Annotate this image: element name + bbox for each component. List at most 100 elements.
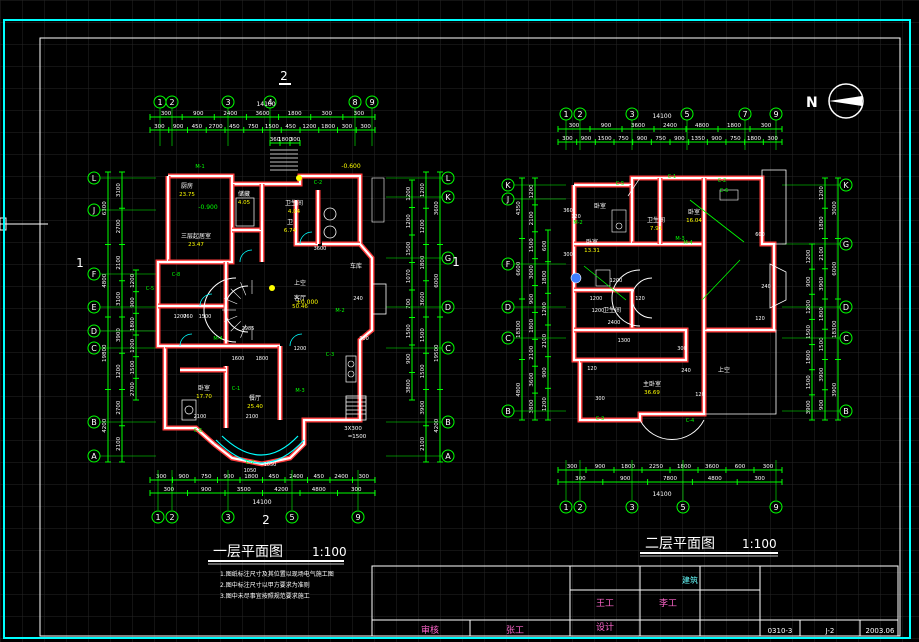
room-name: 卧室 bbox=[594, 202, 606, 210]
dimension-label: 300 bbox=[354, 111, 365, 117]
dimension-label: 300 bbox=[322, 111, 333, 117]
room-area: 23.75 bbox=[179, 192, 195, 198]
outer-frame bbox=[3, 19, 911, 639]
dimension-label: 900 bbox=[201, 487, 212, 493]
annotation-leader bbox=[689, 199, 745, 243]
room-name: 卫生间 bbox=[647, 216, 665, 224]
exterior-wall-south-core bbox=[213, 418, 312, 466]
dimension-label: 2100 bbox=[116, 255, 122, 269]
axis-bubble-label: K bbox=[445, 193, 451, 202]
dimension-label: 300 bbox=[156, 474, 167, 480]
dimension-label: 1500 bbox=[819, 337, 825, 351]
dimension-label: 700 bbox=[406, 298, 412, 309]
room-area: 16.04 bbox=[686, 218, 702, 224]
internal-dimension: 300 bbox=[563, 252, 573, 258]
axis-bubble-label: E bbox=[91, 303, 96, 312]
plan1-title-block: 一层平面图 1:100 bbox=[208, 544, 347, 565]
dimension-label: 6000 bbox=[434, 273, 440, 287]
stair-tread bbox=[230, 288, 241, 299]
axis-bubble-label: 1 bbox=[157, 98, 162, 107]
opening-label: C-3 bbox=[596, 416, 604, 422]
room-area: 4.04 bbox=[288, 209, 301, 215]
dimension-label: 4800 bbox=[708, 476, 722, 482]
dimension-label: 1200 bbox=[806, 299, 812, 313]
internal-dimension: 2100 bbox=[246, 414, 259, 420]
dimension-label: 3600 bbox=[256, 111, 270, 117]
room-name: 客厅 bbox=[294, 294, 306, 302]
garage-apron bbox=[371, 177, 385, 223]
room-area: 13.31 bbox=[584, 248, 600, 254]
dimension-label: 900 bbox=[601, 123, 612, 129]
internal-dimension: 2400 bbox=[608, 320, 621, 326]
axis-bubble-label: B bbox=[445, 418, 451, 427]
exterior-wall-west-core bbox=[156, 176, 215, 445]
dimension-label: 1200 bbox=[806, 249, 812, 263]
dimension-label: 3600 bbox=[420, 291, 426, 305]
axis-bubble-label: K bbox=[843, 181, 849, 190]
opening-label: C-1 bbox=[668, 174, 676, 180]
dimension-label: 1500 bbox=[406, 241, 412, 255]
dimension-label: 3600 bbox=[705, 464, 719, 470]
dimension-label: 4800 bbox=[516, 382, 522, 396]
dimension-label: 2700 bbox=[130, 382, 136, 396]
stair-dim: =1500 bbox=[348, 434, 367, 440]
plan1-title: 一层平面图 bbox=[213, 544, 283, 560]
elevation-label: -0.600 bbox=[341, 163, 361, 170]
internal-dimension: 120 bbox=[695, 392, 705, 398]
dimension-label: 3100 bbox=[116, 291, 122, 305]
dimension-label: 300 bbox=[164, 487, 175, 493]
axis-bubble-label: 9 bbox=[773, 110, 778, 119]
signature: 张工 bbox=[506, 625, 524, 636]
interior-wall-core bbox=[168, 184, 234, 264]
general-notes: 1.图纸标注尺寸及其位置以现场电气施工图 2.图中标注尺寸以甲方要求为准则 3.… bbox=[220, 570, 334, 600]
signature: 王工 bbox=[596, 598, 614, 609]
section-mark: 1 bbox=[452, 255, 460, 269]
plan2-scale: 1:100 bbox=[742, 537, 777, 551]
axis-bubble-label: B bbox=[505, 407, 511, 416]
room-area: 23.47 bbox=[188, 242, 204, 248]
dimension-label: 1800 bbox=[420, 255, 426, 269]
axis-bubble-label: 9 bbox=[773, 503, 778, 512]
internal-dimension: 1200 bbox=[294, 346, 307, 352]
room-area: 7.91 bbox=[650, 226, 662, 232]
opening-label: M-4 bbox=[213, 336, 222, 342]
dimension-label: 4800 bbox=[695, 123, 709, 129]
axis-bubble-label: 2 bbox=[169, 513, 174, 522]
dimension-label: 1800 bbox=[747, 136, 761, 142]
dimension-label: 1350 bbox=[691, 136, 705, 142]
dimension-label: 2700 bbox=[116, 219, 122, 233]
dimension-label: 3800 bbox=[529, 399, 535, 413]
axis-bubble-label: 8 bbox=[352, 98, 357, 107]
stair-tread bbox=[240, 282, 247, 296]
note-line-2: 2.图中标注尺寸以甲方要求为准则 bbox=[220, 581, 310, 589]
skylight-icon bbox=[570, 272, 582, 284]
dimension-label: 1800 bbox=[806, 350, 812, 364]
axis-bubble-label: L bbox=[446, 174, 451, 183]
opening-label: C-5 bbox=[616, 181, 624, 187]
dimension-label: 900 bbox=[224, 474, 235, 480]
dimension-label: 1200 bbox=[302, 124, 316, 130]
internal-dimension: 1200 bbox=[174, 314, 187, 320]
elevation-label: ±0.000 bbox=[296, 299, 318, 306]
dimension-label: 1200 bbox=[420, 183, 426, 197]
internal-dimension: 360 bbox=[563, 208, 573, 214]
signature: 李工 bbox=[659, 597, 677, 609]
bay-window-east bbox=[769, 263, 787, 309]
axis-bubble-label: 2 bbox=[577, 110, 582, 119]
axis-bubble-bottom-1: 1 bbox=[559, 500, 573, 514]
drawing-date: 2003.06 bbox=[866, 627, 895, 635]
dimension-label: 300 bbox=[359, 474, 370, 480]
dimension-label: 750 bbox=[248, 124, 259, 130]
dimension-label: 3900 bbox=[420, 400, 426, 414]
opening-label: C-4 bbox=[686, 418, 694, 424]
room-area: 6.74 bbox=[284, 228, 297, 234]
entrance-steps bbox=[270, 149, 367, 421]
dim-total-bottom: 14100 bbox=[652, 491, 671, 498]
dimension-label: 3900 bbox=[806, 400, 812, 414]
opening-label: C-2 bbox=[718, 178, 726, 184]
axis-bubble-label: 4 bbox=[267, 98, 272, 107]
